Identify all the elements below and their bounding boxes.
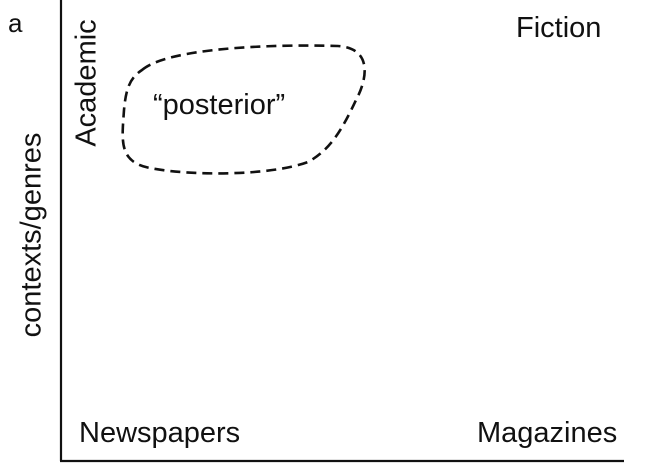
genre-newspapers-label: Newspapers bbox=[79, 417, 241, 449]
y-axis-label: contexts/genres bbox=[15, 132, 48, 338]
genre-fiction-label: Fiction bbox=[516, 12, 602, 44]
genre-academic-label: Academic bbox=[70, 19, 103, 147]
genre-magazines-label: Magazines bbox=[477, 417, 618, 449]
panel-label: a bbox=[8, 8, 23, 38]
posterior-region-outline bbox=[121, 44, 366, 175]
posterior-region-label: “posterior” bbox=[153, 89, 286, 121]
